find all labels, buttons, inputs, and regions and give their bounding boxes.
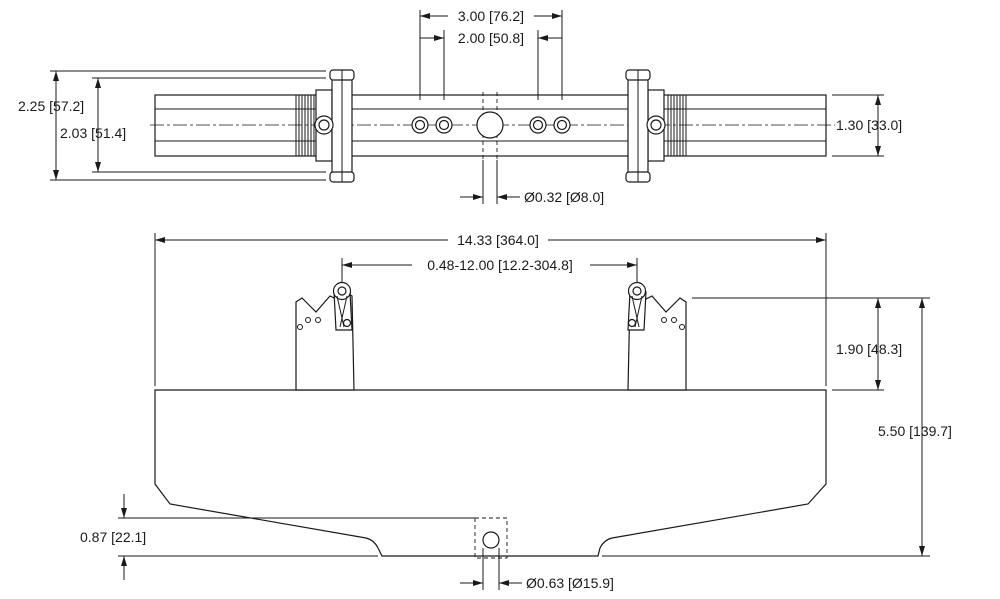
- dim-span-range: 0.48-12.00 [12.2-304.8]: [341, 257, 638, 282]
- left-clamp-block: [314, 69, 355, 183]
- dim-overall-height: 5.50 [139.7]: [602, 298, 952, 557]
- label-top-body-height: 2.03 [51.4]: [60, 125, 126, 141]
- label-jaw-height: 1.90 [48.3]: [836, 341, 902, 357]
- dim-top-bar-height: 1.30 [33.0]: [832, 94, 902, 157]
- left-knurl-band: [295, 95, 315, 156]
- label-hole-spacing-inner: 2.00 [50.8]: [458, 30, 524, 46]
- label-top-bar-height: 1.30 [33.0]: [836, 117, 902, 133]
- label-top-overall-height: 2.25 [57.2]: [18, 98, 84, 114]
- right-knurl-band: [667, 95, 687, 156]
- dim-bottom-hole-diameter: Ø0.63 [Ø15.9]: [460, 548, 614, 591]
- dim-jaw-height: 1.90 [48.3]: [692, 297, 930, 391]
- dim-overall-length: 14.33 [364.0]: [154, 232, 827, 386]
- dim-hole-offset: 0.87 [22.1]: [80, 494, 475, 580]
- dim-top-hole-diameter: Ø0.32 [Ø8.0]: [460, 160, 604, 205]
- right-jaw: [627, 281, 687, 391]
- right-clamp-block: [625, 69, 666, 183]
- label-overall-length: 14.33 [364.0]: [457, 232, 539, 248]
- label-span-range: 0.48-12.00 [12.2-304.8]: [427, 257, 573, 273]
- label-bottom-hole-diameter: Ø0.63 [Ø15.9]: [526, 575, 614, 591]
- label-overall-height: 5.50 [139.7]: [878, 423, 952, 439]
- front-view: 14.33 [364.0] 0.48-12.00 [12.2-304.8] 1.…: [80, 232, 952, 591]
- label-top-hole-diameter: Ø0.32 [Ø8.0]: [524, 189, 604, 205]
- dim-hole-spacing-outer: 3.00 [76.2]: [419, 8, 563, 100]
- dim-top-overall-height: 2.25 [57.2]: [18, 70, 326, 181]
- left-jaw: [295, 281, 355, 391]
- top-view-holes: [411, 92, 571, 160]
- dim-hole-spacing-inner: 2.00 [50.8]: [420, 30, 562, 100]
- label-hole-spacing-outer: 3.00 [76.2]: [458, 8, 524, 24]
- label-hole-offset: 0.87 [22.1]: [80, 529, 146, 545]
- dim-top-body-height: 2.03 [51.4]: [60, 77, 326, 173]
- top-view: 3.00 [76.2] 2.00 [50.8] 2.25 [57.2]: [18, 8, 902, 205]
- bottom-hole: [474, 517, 508, 559]
- front-view-base: [154, 389, 827, 557]
